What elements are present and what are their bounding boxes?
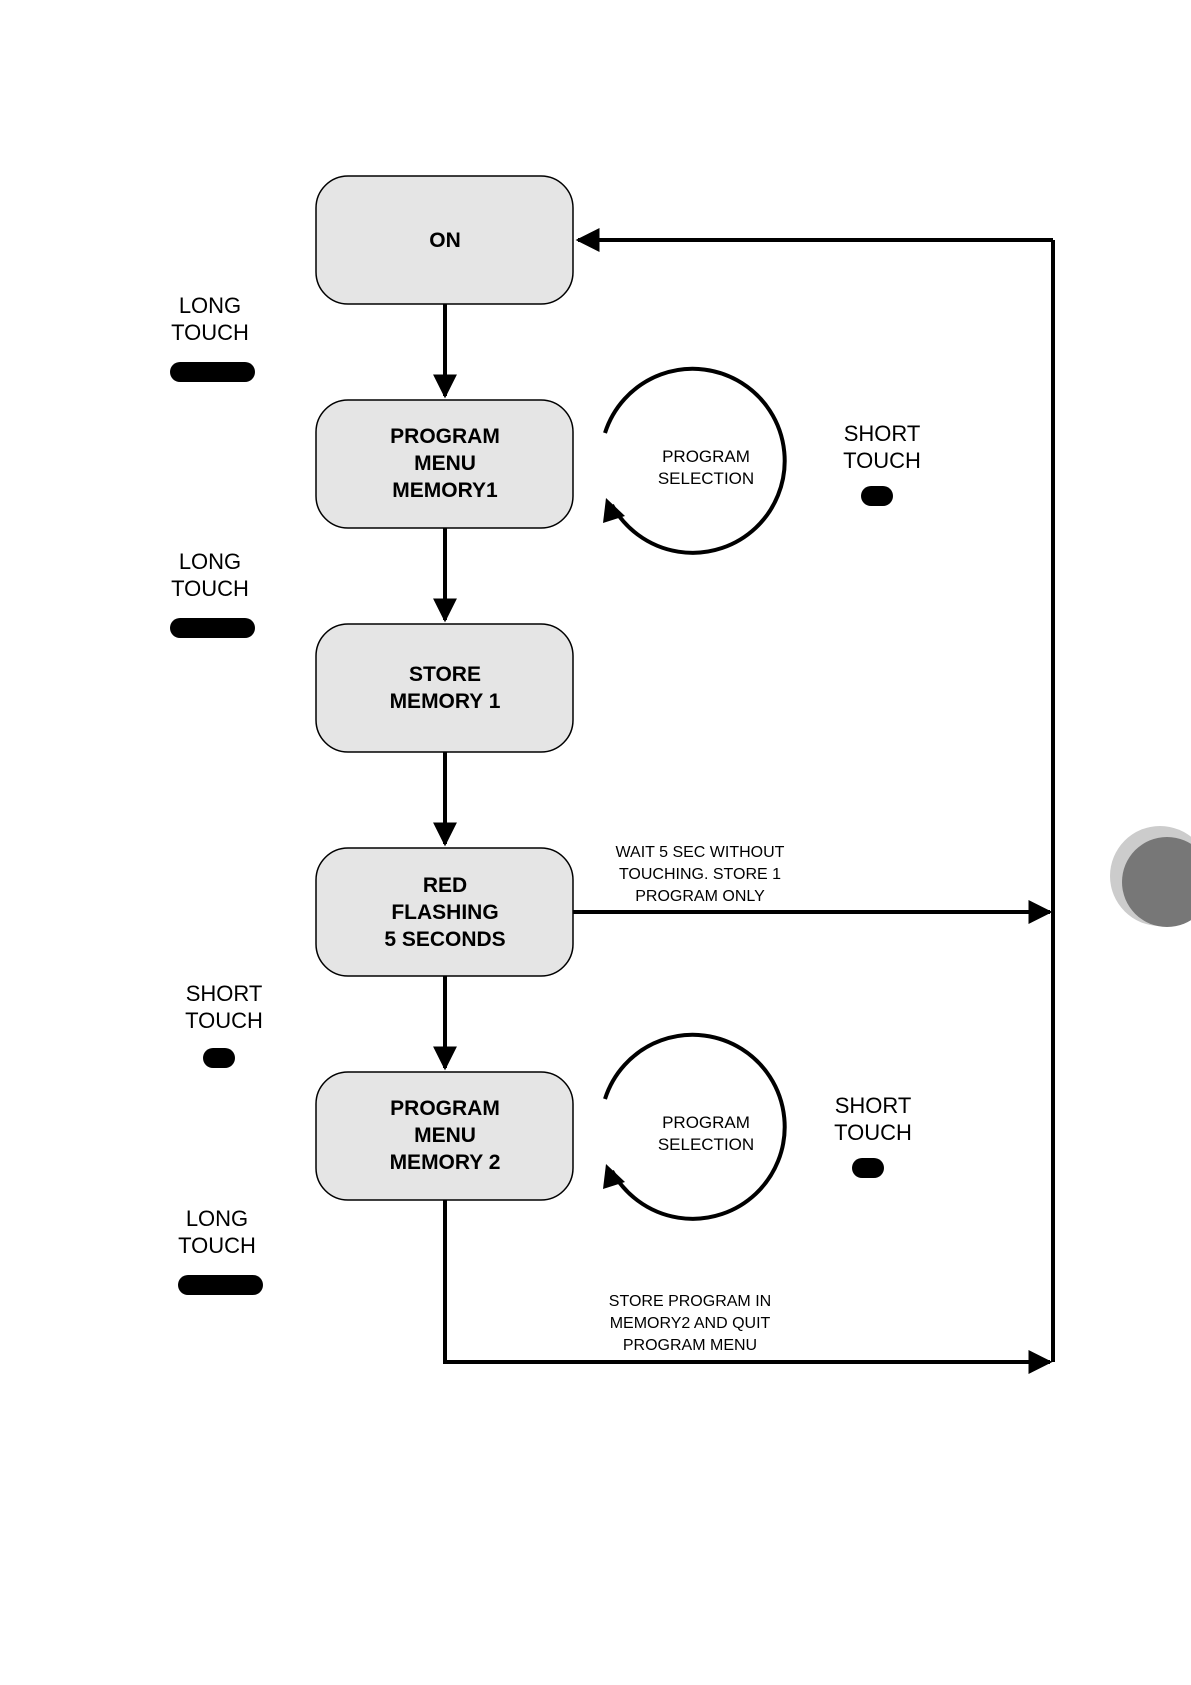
box-store-memory-1-line-2: MEMORY 1 bbox=[390, 690, 501, 713]
note-wait-line-2: TOUCHING. STORE 1 bbox=[619, 866, 781, 883]
page-tab-icon bbox=[1110, 826, 1191, 927]
loop-label-2: PROGRAM SELECTION bbox=[658, 1113, 754, 1154]
long-touch-icon bbox=[170, 362, 255, 382]
box-red-flashing-line-3: 5 SECONDS bbox=[384, 928, 505, 951]
touch-label-long-4-line-1: LONG bbox=[186, 1206, 248, 1231]
box-store-memory-1: STORE MEMORY 1 bbox=[316, 624, 573, 752]
short-touch-icon bbox=[203, 1048, 235, 1068]
touch-label-long-4-line-2: TOUCH bbox=[178, 1233, 256, 1258]
box-program-menu-memory2-line-3: MEMORY 2 bbox=[390, 1151, 501, 1174]
box-program-menu-memory1-line-3: MEMORY1 bbox=[392, 479, 498, 502]
box-program-menu-memory1-line-2: MENU bbox=[414, 452, 476, 475]
long-touch-icon bbox=[178, 1275, 263, 1295]
note-wait-line-1: WAIT 5 SEC WITHOUT bbox=[616, 844, 785, 861]
short-touch-icon bbox=[852, 1158, 884, 1178]
box-program-menu-memory2-line-2: MENU bbox=[414, 1124, 476, 1147]
note-store-line-3: PROGRAM MENU bbox=[623, 1337, 757, 1354]
box-program-menu-memory1: PROGRAM MENU MEMORY1 bbox=[316, 400, 573, 528]
touch-label-long-2-line-1: LONG bbox=[179, 549, 241, 574]
touch-label-short-loop2-line-2: TOUCH bbox=[834, 1120, 912, 1145]
box-on-line-1: ON bbox=[429, 229, 461, 252]
touch-label-short-3-line-1: SHORT bbox=[186, 981, 263, 1006]
box-red-flashing-line-2: FLASHING bbox=[391, 901, 498, 924]
box-program-menu-memory2: PROGRAM MENU MEMORY 2 bbox=[316, 1072, 573, 1200]
touch-label-long-4: LONG TOUCH bbox=[178, 1206, 263, 1295]
short-touch-icon bbox=[861, 486, 893, 506]
box-red-flashing: RED FLASHING 5 SECONDS bbox=[316, 848, 573, 976]
loop-label-1-line-2: SELECTION bbox=[658, 469, 754, 488]
touch-label-long-2-line-2: TOUCH bbox=[171, 576, 249, 601]
note-wait-line-3: PROGRAM ONLY bbox=[635, 888, 765, 905]
loop-label-1: PROGRAM SELECTION bbox=[658, 447, 754, 488]
box-on: ON bbox=[316, 176, 573, 304]
touch-label-short-loop2: SHORT TOUCH bbox=[834, 1093, 912, 1178]
touch-label-long-1-line-1: LONG bbox=[179, 293, 241, 318]
touch-label-short-loop1: SHORT TOUCH bbox=[843, 421, 921, 506]
box-program-menu-memory2-line-1: PROGRAM bbox=[390, 1097, 500, 1120]
loop-label-1-line-1: PROGRAM bbox=[662, 447, 750, 466]
note-store: STORE PROGRAM IN MEMORY2 AND QUIT PROGRA… bbox=[609, 1293, 771, 1354]
box-red-flashing-line-1: RED bbox=[423, 874, 467, 897]
note-store-line-1: STORE PROGRAM IN bbox=[609, 1293, 771, 1310]
loop-label-2-line-2: SELECTION bbox=[658, 1135, 754, 1154]
box-store-memory-1-line-1: STORE bbox=[409, 663, 481, 686]
touch-label-long-1: LONG TOUCH bbox=[170, 293, 255, 382]
box-program-menu-memory1-line-1: PROGRAM bbox=[390, 425, 500, 448]
loop-label-2-line-1: PROGRAM bbox=[662, 1113, 750, 1132]
long-touch-icon bbox=[170, 618, 255, 638]
touch-label-long-2: LONG TOUCH bbox=[170, 549, 255, 638]
note-store-line-2: MEMORY2 AND QUIT bbox=[610, 1315, 771, 1332]
note-wait: WAIT 5 SEC WITHOUT TOUCHING. STORE 1 PRO… bbox=[616, 844, 785, 905]
touch-label-short-3-line-2: TOUCH bbox=[185, 1008, 263, 1033]
touch-label-long-1-line-2: TOUCH bbox=[171, 320, 249, 345]
touch-label-short-loop1-line-2: TOUCH bbox=[843, 448, 921, 473]
touch-label-short-3: SHORT TOUCH bbox=[185, 981, 263, 1068]
touch-label-short-loop2-line-1: SHORT bbox=[835, 1093, 912, 1118]
touch-label-short-loop1-line-1: SHORT bbox=[844, 421, 921, 446]
